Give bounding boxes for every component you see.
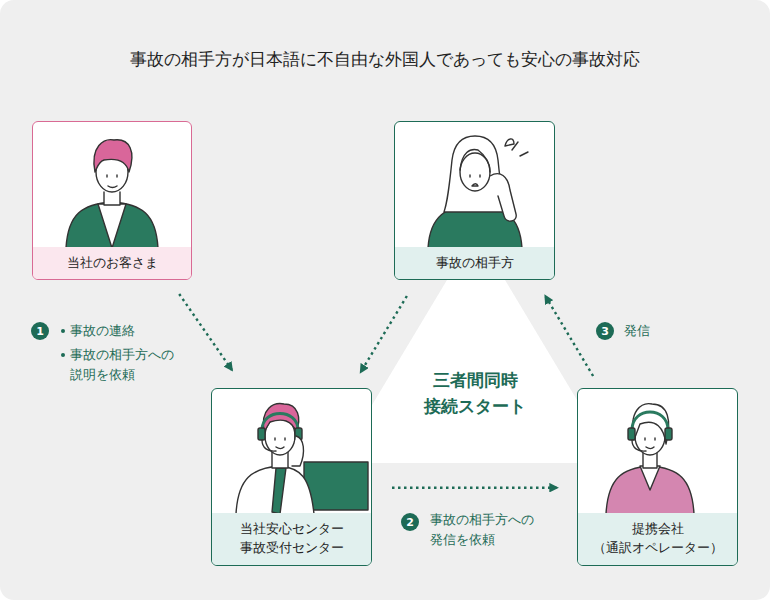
other-party-box: 事故の相手方 [394, 121, 555, 280]
connection-caption: 三者間同時 接続スタート [424, 368, 526, 419]
partner-box: 提携会社 （通訳オペレーター） [577, 388, 738, 566]
dotted-arrow [545, 296, 593, 376]
node-label: 提携会社 （通訳オペレーター） [593, 520, 723, 558]
diagram-title: 事故の相手方が日本語に不自由な外国人であっても安心の事故対応 [0, 48, 770, 71]
node-label: 当社安心センター 事故受付センター [240, 520, 344, 558]
callout-number: 3 [596, 322, 614, 340]
step-note: 事故の相手方への 説明を依頼 [70, 345, 174, 385]
callout-number: 2 [401, 513, 419, 531]
center-box: 当社安心センター 事故受付センター [211, 388, 372, 566]
customer-box: 当社のお客さま [32, 121, 192, 280]
node-label: 当社のお客さま [67, 254, 158, 273]
label-band: 事故の相手方 [395, 247, 554, 279]
dotted-arrow [361, 296, 407, 372]
dotted-arrow [179, 294, 232, 370]
step-note: 事故の相手方への 発信を依頼 [430, 510, 534, 550]
step-note: 事故の連絡 [70, 321, 135, 341]
dotted-arrow [392, 486, 557, 488]
label-band: 提携会社 （通訳オペレーター） [578, 513, 737, 565]
step-note: 発信 [624, 321, 650, 341]
label-band: 当社のお客さま [33, 247, 191, 279]
label-band: 当社安心センター 事故受付センター [212, 513, 371, 565]
node-label: 事故の相手方 [436, 254, 514, 273]
callout-number: 1 [31, 322, 49, 340]
